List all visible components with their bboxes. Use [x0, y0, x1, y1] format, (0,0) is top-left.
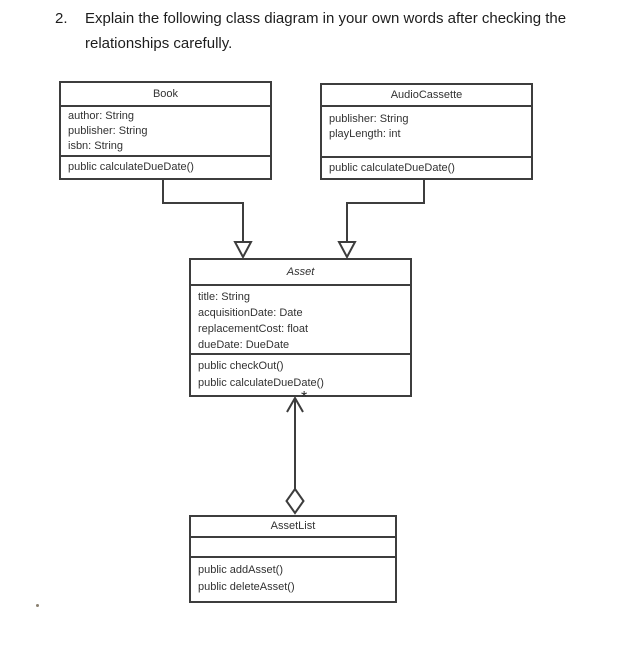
class-name-audiocassette: AudioCassette — [322, 85, 531, 107]
class-attributes-audiocassette: publisher: String playLength: int — [322, 107, 531, 158]
attribute: isbn: String — [68, 140, 124, 152]
aggregation-diamond-icon — [285, 487, 305, 515]
attribute: author: String — [68, 110, 135, 122]
method: public addAsset() — [198, 564, 283, 576]
class-attributes-assetlist-empty — [191, 538, 395, 558]
attribute: playLength: int — [329, 128, 401, 140]
question-text-line2: relationships carefully. — [85, 35, 233, 52]
class-box-asset: Asset title: String acquisitionDate: Dat… — [189, 258, 412, 397]
method: public calculateDueDate() — [329, 162, 455, 174]
class-attributes-asset: title: String acquisitionDate: Date repl… — [191, 286, 410, 355]
method: public checkOut() — [198, 360, 284, 372]
method: public calculateDueDate() — [198, 377, 324, 389]
generalization-arrowhead-icon — [233, 241, 253, 260]
question-heading: 2. Explain the following class diagram i… — [55, 6, 566, 56]
attribute: publisher: String — [329, 113, 409, 125]
method: public calculateDueDate() — [68, 161, 194, 173]
attribute: title: String — [198, 291, 250, 303]
attribute: replacementCost: float — [198, 323, 309, 335]
question-text: Explain the following class diagram in y… — [85, 6, 566, 56]
stray-dot — [36, 604, 39, 607]
question-text-line1: Explain the following class diagram in y… — [85, 10, 567, 27]
generalization-line-book-asset — [162, 180, 244, 243]
class-box-audiocassette: AudioCassette publisher: String playLeng… — [320, 83, 533, 180]
generalization-line-audiocassette-asset — [346, 180, 425, 243]
class-name-asset: Asset — [191, 260, 410, 286]
attribute: acquisitionDate: Date — [198, 307, 303, 319]
class-name-book: Book — [61, 83, 270, 107]
multiplicity-label: * — [301, 389, 308, 406]
generalization-arrowhead-icon — [337, 241, 357, 260]
class-methods-asset: public checkOut() public calculateDueDat… — [191, 355, 410, 392]
attribute: publisher: String — [68, 125, 148, 137]
class-methods-assetlist: public addAsset() public deleteAsset() — [191, 558, 395, 596]
class-name-assetlist: AssetList — [191, 517, 395, 538]
class-methods-book: public calculateDueDate() — [61, 157, 270, 175]
class-box-book: Book author: String publisher: String is… — [59, 81, 272, 180]
class-methods-audiocassette: public calculateDueDate() — [322, 158, 531, 176]
question-number: 2. — [55, 10, 68, 27]
attribute: dueDate: DueDate — [198, 339, 290, 351]
class-box-assetlist: AssetList public addAsset() public delet… — [189, 515, 397, 603]
class-attributes-book: author: String publisher: String isbn: S… — [61, 107, 270, 157]
method: public deleteAsset() — [198, 581, 295, 593]
